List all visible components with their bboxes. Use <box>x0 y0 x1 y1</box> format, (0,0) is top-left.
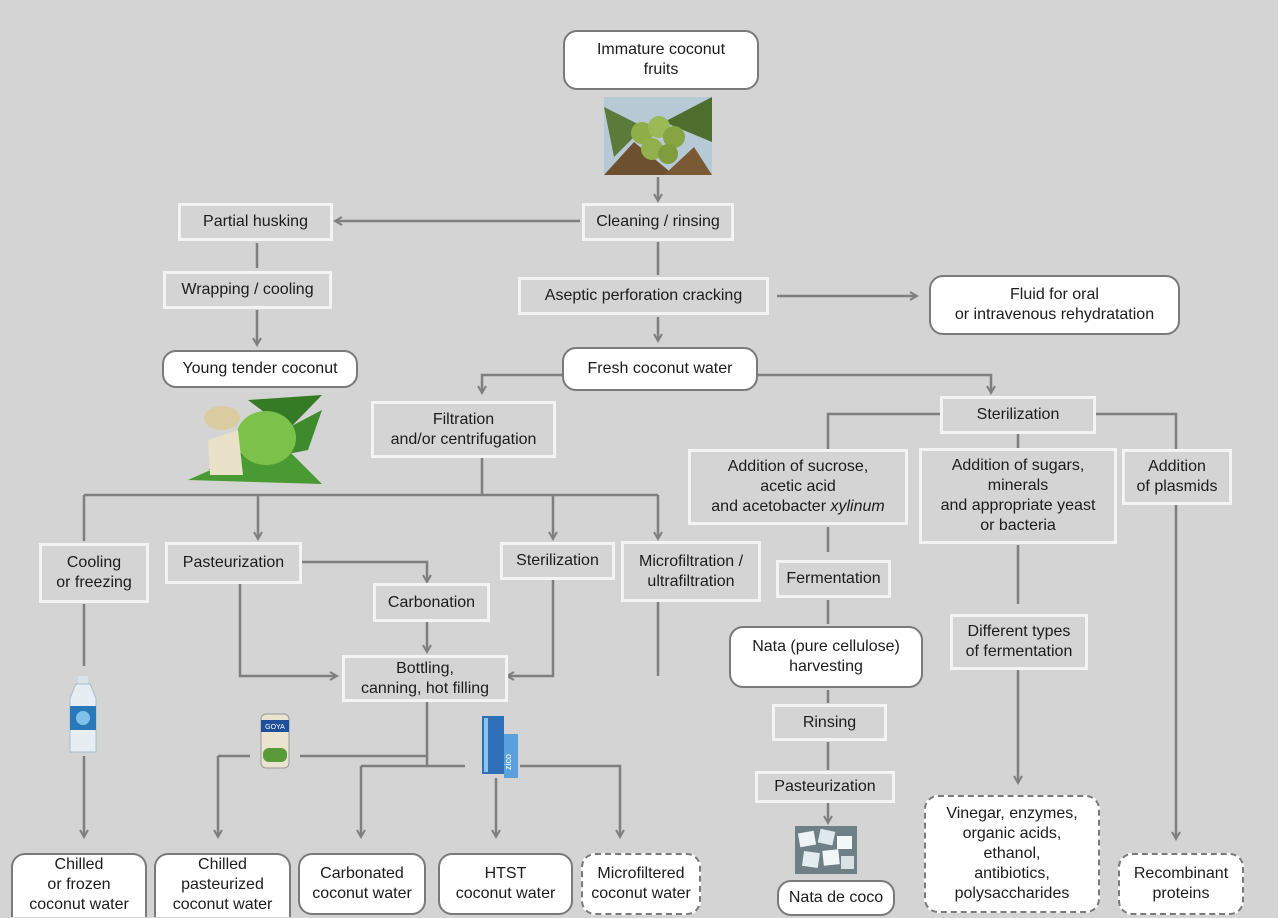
microfiltration-node: Microfiltration / ultrafiltration <box>621 541 761 602</box>
htst-water-node: HTST coconut water <box>438 853 573 915</box>
addition-sucrose-italic: xylinum <box>830 498 885 515</box>
nata-cubes-photo <box>795 826 857 874</box>
partial-husking-node: Partial husking <box>178 203 333 241</box>
addition-plasmids-node: Addition of plasmids <box>1122 449 1232 505</box>
filtration-node: Filtration and/or centrifugation <box>371 401 556 458</box>
water-bottle-photo <box>66 676 100 754</box>
carbonated-water-node: Carbonated coconut water <box>298 853 426 915</box>
microfiltered-water-node: Microfiltered coconut water <box>581 853 701 915</box>
chilled-pasteurized-node: Chilled pasteurized coconut water <box>154 853 291 917</box>
coconut-palm-photo <box>604 97 712 175</box>
pasteurization-left-node: Pasteurization <box>165 542 302 584</box>
fermentation-node: Fermentation <box>776 560 891 598</box>
addition-sugars-node: Addition of sugars, minerals and appropr… <box>919 448 1117 544</box>
pasteurization-right-node: Pasteurization <box>755 771 895 803</box>
rinsing-node: Rinsing <box>772 704 887 741</box>
wrapping-cooling-node: Wrapping / cooling <box>163 271 332 309</box>
fresh-coconut-water-node: Fresh coconut water <box>562 347 758 391</box>
addition-sucrose-node: Addition of sucrose, acetic acid and ace… <box>688 449 908 525</box>
young-coconut-photo <box>188 390 322 484</box>
cooling-freezing-node: Cooling or freezing <box>39 543 149 603</box>
nata-harvesting-node: Nata (pure cellulose) harvesting <box>729 626 923 688</box>
carton-brand-label: zico <box>503 754 513 770</box>
recombinant-proteins-node: Recombinant proteins <box>1118 853 1244 915</box>
sterilization-top-node: Sterilization <box>940 396 1096 434</box>
goya-can-photo: GOYA <box>260 712 290 770</box>
immature-coconut-node: Immature coconut fruits <box>563 30 759 90</box>
zico-carton-photo: zico <box>480 712 522 780</box>
addition-sucrose-text: Addition of sucrose, acetic acid and ace… <box>711 457 884 517</box>
nata-de-coco-node: Nata de coco <box>777 880 895 916</box>
young-tender-coconut-node: Young tender coconut <box>162 350 358 388</box>
can-brand-label: GOYA <box>265 724 285 731</box>
addition-sucrose-main: Addition of sucrose, acetic acid and ace… <box>711 458 869 515</box>
different-fermentation-node: Different types of fermentation <box>950 614 1088 670</box>
sterilization-mid-node: Sterilization <box>500 542 615 580</box>
aseptic-perforation-node: Aseptic perforation cracking <box>518 277 769 315</box>
chilled-frozen-node: Chilled or frozen coconut water <box>11 853 147 917</box>
cleaning-rinsing-node: Cleaning / rinsing <box>582 203 734 241</box>
fluid-rehydratation-node: Fluid for oral or intravenous rehydratat… <box>929 275 1180 335</box>
bottling-node: Bottling, canning, hot filling <box>342 655 508 702</box>
carbonation-node: Carbonation <box>373 583 490 622</box>
vinegar-enzymes-node: Vinegar, enzymes, organic acids, ethanol… <box>924 795 1100 913</box>
